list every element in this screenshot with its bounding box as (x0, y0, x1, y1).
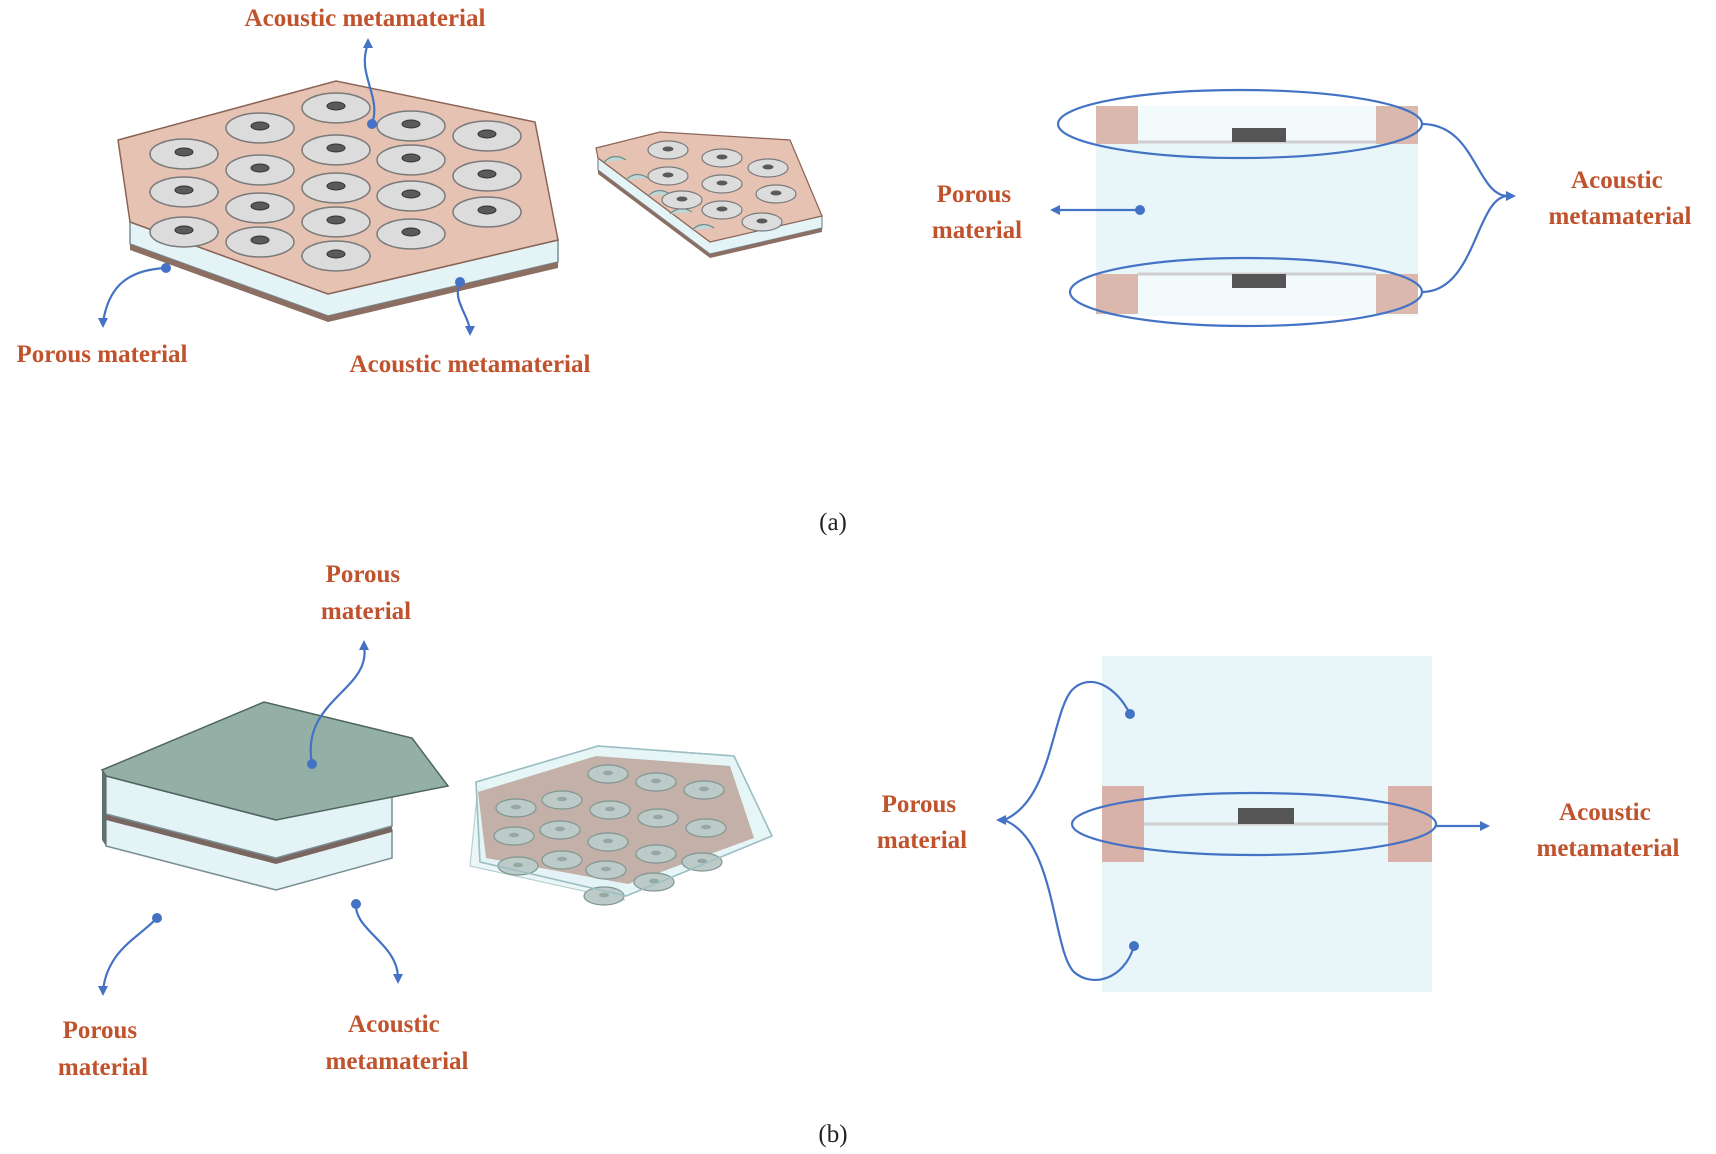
label-porous-material-b-top: Porous material (321, 561, 411, 625)
frame-block (1096, 106, 1138, 144)
labels: Acoustic metamaterial Porous material Ac… (16, 5, 1691, 1148)
caption-b: (b) (818, 1121, 847, 1148)
mass (1232, 128, 1286, 142)
label-porous-material-a-right: Porous material (932, 181, 1022, 244)
panel-a-hex-panel (117, 80, 559, 322)
highlight-ellipse (1070, 791, 1438, 857)
mass (1232, 274, 1286, 288)
panel-b-transparent-panel (469, 745, 774, 906)
panel-b-cross-section (1070, 656, 1438, 992)
label-acoustic-metamaterial-top: Acoustic metamaterial (245, 5, 486, 32)
mass (1238, 808, 1294, 824)
panel-a-cross-section (1056, 88, 1424, 328)
caption-a: (a) (819, 509, 847, 536)
frame-block (1102, 786, 1144, 862)
label-porous-material-left: Porous material (16, 341, 187, 368)
cutaway-section-cells (603, 155, 715, 231)
panel-b-hex-panel (100, 701, 450, 891)
metamaterial-bottom-plate (130, 244, 558, 322)
label-porous-material-b-right: Porous material (877, 791, 967, 854)
label-porous-material-b-bottom: Porous material (58, 1017, 148, 1081)
side-shadow (102, 770, 106, 846)
panel-a-cutaway-panel (595, 131, 823, 258)
label-acoustic-metamaterial-b-bottom: Acoustic metamaterial (326, 1011, 469, 1075)
frame-block (1388, 786, 1432, 862)
label-acoustic-metamaterial-b-right: Acoustic metamaterial (1537, 799, 1680, 862)
frame-block (1096, 274, 1138, 314)
label-acoustic-metamaterial-bottom: Acoustic metamaterial (350, 351, 591, 378)
metamaterial-layer-side (106, 812, 392, 864)
leader-lines (98, 38, 1516, 996)
label-acoustic-metamaterial-a-right: Acoustic metamaterial (1549, 167, 1692, 230)
